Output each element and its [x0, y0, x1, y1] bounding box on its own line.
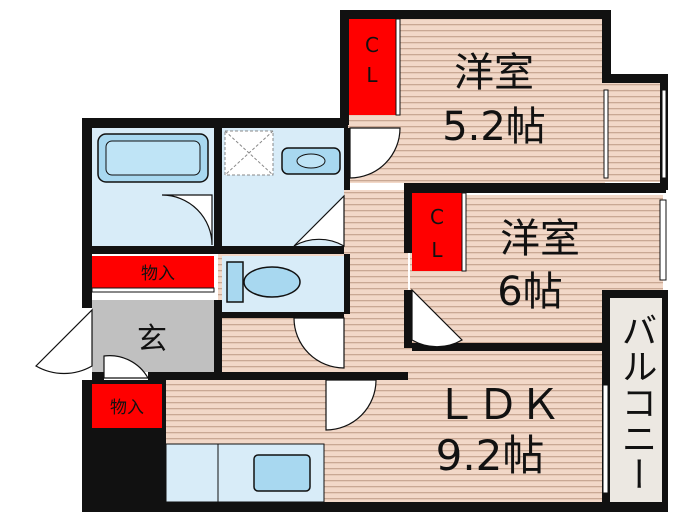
toilet-tank	[226, 261, 244, 303]
storage-2	[92, 384, 162, 428]
walls	[82, 10, 668, 512]
bathroom-door	[161, 194, 213, 246]
storage-units: 物入 物入	[91, 256, 215, 428]
kitchen-sink	[253, 454, 311, 492]
ldk-size: 9.2帖	[436, 431, 545, 480]
windows	[602, 89, 667, 494]
room-2-door	[411, 288, 463, 348]
closet-2	[412, 193, 462, 271]
closet-1-label-l: L	[366, 63, 378, 87]
western-room-2-size: 6帖	[497, 269, 562, 315]
storage-2-door	[103, 355, 150, 379]
room-labels: 洋室 5.2帖 洋室 6帖 ＬＤＫ 9.2帖 玄 バルコニー	[137, 50, 657, 492]
ldk-name: ＬＤＫ	[435, 380, 561, 429]
storage-1	[92, 256, 214, 288]
entrance-door	[35, 308, 93, 375]
balcony-name: バルコニー	[616, 312, 657, 492]
balcony-floor	[610, 290, 663, 504]
toilet-bowl	[243, 266, 301, 298]
closet-2-label-l: L	[431, 238, 443, 262]
washroom-door	[293, 194, 345, 248]
western-room-1-name: 洋室	[454, 50, 534, 96]
closet-1	[349, 19, 396, 115]
doors	[35, 127, 463, 431]
side-storage-floor	[605, 82, 663, 182]
closet-1-label-c: C	[365, 33, 379, 57]
entrance-name: 玄	[137, 322, 167, 357]
closet-2-label-c: C	[430, 205, 444, 229]
western-room-2-name: 洋室	[500, 216, 580, 262]
storage-2-label: 物入	[110, 398, 144, 418]
western-room-1-size: 5.2帖	[442, 104, 546, 150]
closets: C L C L	[349, 18, 467, 272]
room-1-door	[349, 127, 401, 179]
fixtures	[97, 130, 341, 503]
storage-1-label: 物入	[141, 264, 175, 284]
toilet-door	[293, 317, 345, 369]
ldk-door	[325, 379, 377, 431]
